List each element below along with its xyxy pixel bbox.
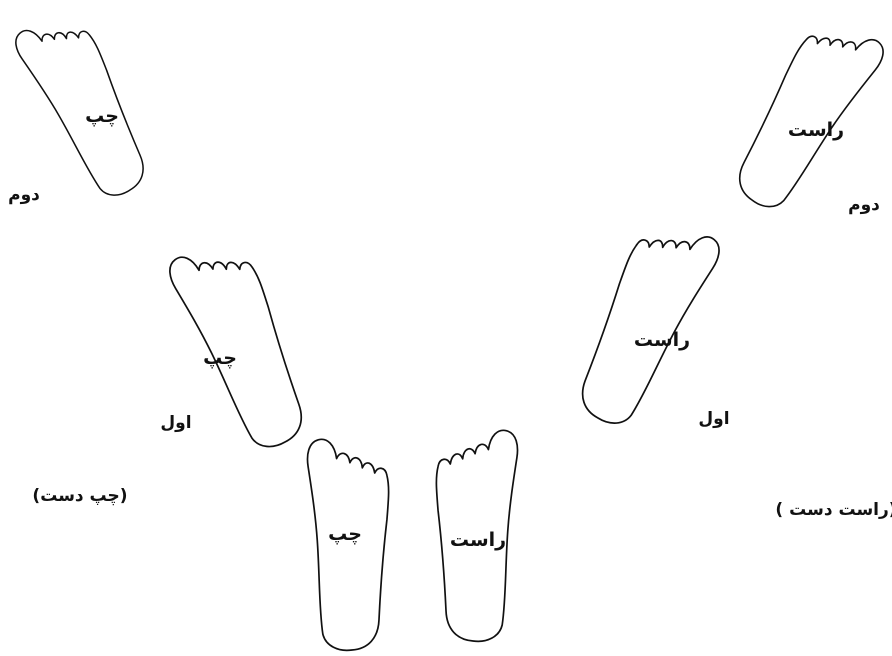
left-foot-second bbox=[10, 3, 167, 204]
right-foot-first-label: راست bbox=[634, 329, 690, 351]
left-foot-start-label: چپ bbox=[328, 523, 362, 545]
right-foot-second-label: راست bbox=[788, 119, 844, 141]
caption-right-handed: (راست دست ) bbox=[775, 500, 892, 520]
step-label-left-first: اول bbox=[160, 413, 191, 433]
left-foot-second-label: چپ bbox=[85, 105, 119, 127]
step-label-left-second: دوم bbox=[8, 185, 40, 205]
left-foot-first-label: چپ bbox=[203, 347, 237, 369]
step-label-right-first: اول bbox=[698, 409, 729, 429]
right-foot-second bbox=[714, 7, 889, 216]
step-label-right-second: دوم bbox=[848, 195, 880, 215]
caption-left-handed: (چپ دست) bbox=[32, 486, 127, 506]
right-foot-first bbox=[556, 208, 725, 433]
right-foot-start-label: راست bbox=[450, 529, 506, 551]
